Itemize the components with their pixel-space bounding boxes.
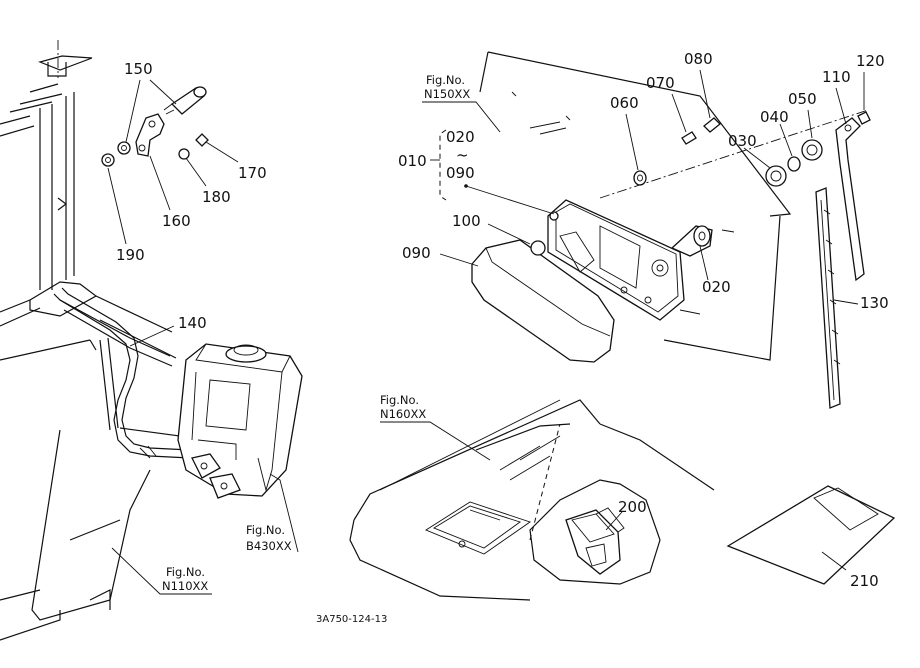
wiper-blade [815,187,841,409]
cushion-100 [530,240,546,256]
ref-b430-code: B430XX [246,539,292,553]
callout-130: 130 [860,294,889,312]
operator-manual [726,485,896,585]
switch-mount-area [529,479,661,585]
ref-n110-code: N110XX [162,579,208,593]
callout-100: 100 [452,212,481,230]
nut-050 [801,139,823,161]
range-tilde: ~ [456,146,469,164]
callout-210: 210 [850,572,879,590]
callout-160: 160 [162,212,191,230]
washer-040 [787,156,801,172]
callout-180: 180 [202,188,231,206]
callout-170: 170 [238,164,267,182]
seal-030 [765,165,787,187]
washer-hose [53,287,191,459]
callout-150: 150 [124,60,153,78]
wiper-motor [547,199,713,321]
callout-190: 190 [116,246,145,264]
nut-190 [101,153,115,167]
tank-bracket [135,113,165,157]
wiper-switch [565,507,625,575]
ref-n110-label: Fig.No. [166,565,205,579]
grommet-060 [633,170,647,186]
washer-180 [178,148,190,160]
ref-b430-label: Fig.No. [246,523,285,537]
washer-nozzle [117,86,207,155]
assembly-axis [599,109,869,199]
bolt-170 [195,133,209,147]
figure-references: Fig.No. N150XX Fig.No. N160XX Fig.No. B4… [162,73,470,593]
callout-120: 120 [856,52,885,70]
spacer-070 [681,131,697,145]
callout-090: 090 [402,244,431,262]
callout-110: 110 [822,68,851,86]
leader-lines [107,69,865,595]
callout-040: 040 [760,108,789,126]
diagram-code: 3A750-124-13 [316,614,387,625]
range-bracket [430,129,447,201]
callout-020: 020 [702,278,731,296]
bolt-080 [703,117,721,133]
callout-050: 050 [788,90,817,108]
callout-080: 080 [684,50,713,68]
wiper-arm [835,111,871,282]
callout-030: 030 [728,132,757,150]
callout-060: 060 [610,94,639,112]
ref-n160-code: N160XX [380,407,426,421]
dashboard-panel [349,399,715,601]
callout-090-range: 090 [446,164,475,182]
callouts: 150 160 170 180 190 140 010 020 ~ 090 10… [116,50,889,590]
ref-n150-code: N150XX [424,87,470,101]
callout-070: 070 [646,74,675,92]
motor-cover [471,239,615,363]
callout-140: 140 [178,314,207,332]
callout-010: 010 [398,152,427,170]
callout-020-range: 020 [446,128,475,146]
ref-n150-label: Fig.No. [426,73,465,87]
washer-tank [177,343,303,499]
callout-200: 200 [618,498,647,516]
ref-n160-label: Fig.No. [380,393,419,407]
